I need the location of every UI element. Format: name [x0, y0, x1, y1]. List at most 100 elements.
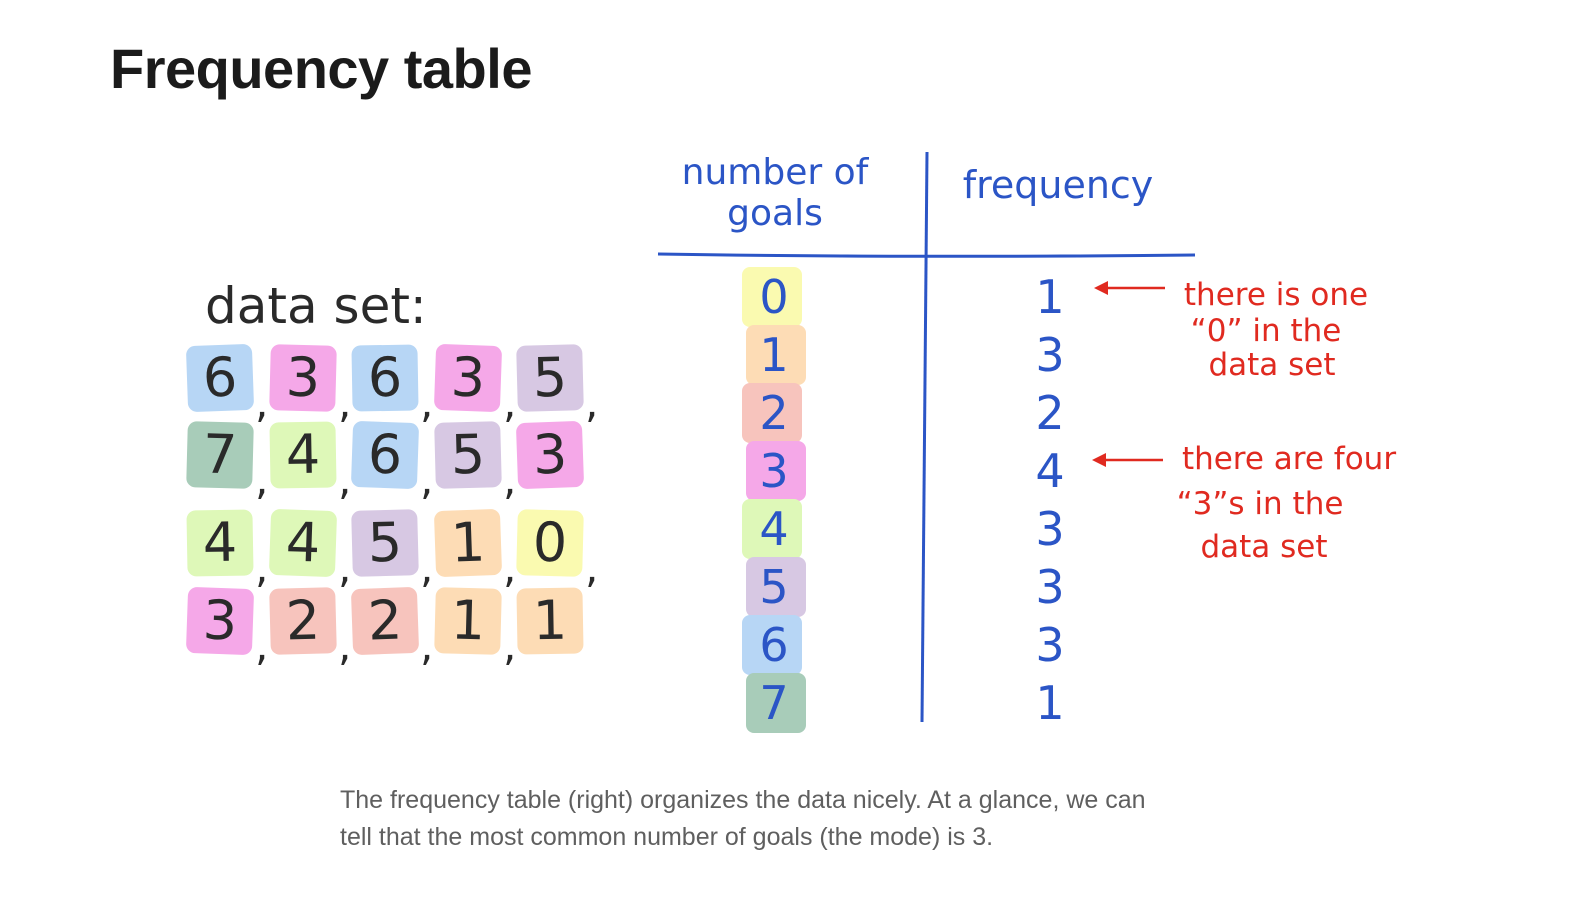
goals-value: 6	[759, 618, 788, 672]
comma: ,	[585, 378, 598, 427]
data-set-cell: 4	[269, 421, 337, 489]
goals-header-line2: goals	[727, 193, 823, 234]
page-title: Frequency table	[110, 37, 532, 100]
data-set-cell: 3	[434, 344, 502, 412]
data-set-value: 2	[285, 589, 321, 653]
comma: ,	[503, 543, 516, 592]
data-set-value: 5	[450, 423, 486, 487]
goals-cell-background	[742, 615, 802, 675]
data-set-value: 7	[202, 423, 238, 487]
caption-line2: tell that the most common number of goal…	[340, 823, 994, 851]
comma: ,	[503, 378, 516, 427]
data-set-cell-background	[516, 344, 584, 412]
data-set-label: data set:	[205, 277, 427, 335]
data-set-cell: 3	[186, 587, 254, 655]
goals-value: 2	[759, 386, 788, 440]
caption-line1: The frequency table (right) organizes th…	[340, 786, 1146, 814]
annotation1-line1: there is one	[1184, 277, 1368, 313]
data-set-cell-background	[351, 421, 419, 489]
data-set-cell-background	[434, 421, 502, 489]
data-set-cell: 5	[516, 344, 584, 412]
frequency-value: 4	[1035, 444, 1064, 498]
figure-caption: The frequency table (right) organizes th…	[340, 782, 1240, 856]
goals-cell-background	[746, 673, 806, 733]
data-set-value: 1	[450, 510, 487, 574]
annotation2-line2: “3”s in the	[1177, 486, 1344, 522]
annotation2-line1: there are four	[1182, 441, 1396, 477]
goals-cell-background	[742, 499, 802, 559]
data-set-cell-background	[186, 509, 254, 577]
data-set-cell-background	[516, 587, 584, 655]
data-set-value: 6	[367, 346, 402, 410]
data-set-value: 4	[285, 423, 320, 487]
data-set-cell-background	[516, 509, 584, 577]
comma: ,	[420, 455, 433, 504]
data-set-cell: 2	[269, 587, 337, 655]
data-set-value: 1	[450, 589, 486, 653]
data-set-value: 4	[202, 511, 237, 575]
goals-value: 5	[759, 560, 788, 614]
data-set-value: 3	[450, 345, 487, 409]
data-set-cell: 6	[351, 344, 419, 412]
data-set-cell-background	[434, 587, 502, 655]
frequency-value: 1	[1035, 270, 1064, 324]
comma: ,	[338, 543, 351, 592]
comma: ,	[255, 543, 268, 592]
goals-cell-background	[746, 325, 806, 385]
annotation-four-threes: there are four “3”s in the data set	[1092, 441, 1396, 565]
data-set-cell: 3	[516, 421, 584, 489]
data-set-cell-background	[351, 344, 419, 412]
data-set-value: 2	[367, 588, 404, 652]
data-set-cell: 0	[516, 509, 584, 577]
comma: ,	[255, 378, 268, 427]
data-set-cell-background	[269, 509, 337, 577]
comma: ,	[420, 543, 433, 592]
goals-cell-background	[742, 267, 802, 327]
table-horizontal-rule	[657, 252, 1196, 258]
data-set-cell: 4	[186, 509, 254, 577]
arrowhead-icon	[1092, 453, 1106, 467]
data-set-cell-background	[269, 587, 337, 655]
data-set-cell-background	[186, 587, 254, 655]
data-set-cell: 4	[269, 509, 337, 577]
data-set-cell-background	[186, 344, 254, 412]
goals-cell-background	[746, 557, 806, 617]
data-set-cell-background	[434, 509, 502, 577]
data-set-grid: 6,3,6,3,5,7,4,6,5,34,4,5,1,0,3,2,2,1,1	[186, 344, 598, 670]
comma: ,	[255, 621, 268, 670]
data-set-value: 0	[532, 511, 568, 575]
data-set-value: 5	[532, 346, 568, 410]
goals-cell-background	[742, 383, 802, 443]
data-set-value: 3	[285, 346, 321, 410]
illustration-canvas: data set: 6,3,6,3,5,7,4,6,5,34,4,5,1,0,3…	[186, 151, 1396, 733]
annotation2-line3: data set	[1200, 529, 1327, 565]
frequency-value: 3	[1035, 502, 1064, 556]
comma: ,	[338, 621, 351, 670]
comma: ,	[503, 621, 516, 670]
data-set-value: 6	[367, 422, 404, 486]
data-set-value: 4	[285, 510, 322, 574]
data-set-value: 3	[532, 422, 569, 486]
goals-value: 4	[759, 502, 788, 556]
data-set-value: 1	[532, 589, 567, 653]
goals-value: 0	[759, 270, 788, 324]
frequency-header: frequency	[963, 163, 1154, 207]
data-set-cell-background	[516, 421, 584, 489]
data-set-cell-background	[269, 344, 337, 412]
data-set-cell: 1	[516, 587, 584, 655]
data-set-cell: 3	[269, 344, 337, 412]
frequency-value: 1	[1035, 676, 1064, 730]
frequency-value: 3	[1035, 618, 1064, 672]
frequency-value: 2	[1035, 386, 1064, 440]
data-set-cell: 5	[434, 421, 502, 489]
data-set-cell: 7	[186, 421, 254, 489]
data-set-cell-background	[269, 421, 337, 489]
data-set-cell: 1	[434, 509, 502, 577]
